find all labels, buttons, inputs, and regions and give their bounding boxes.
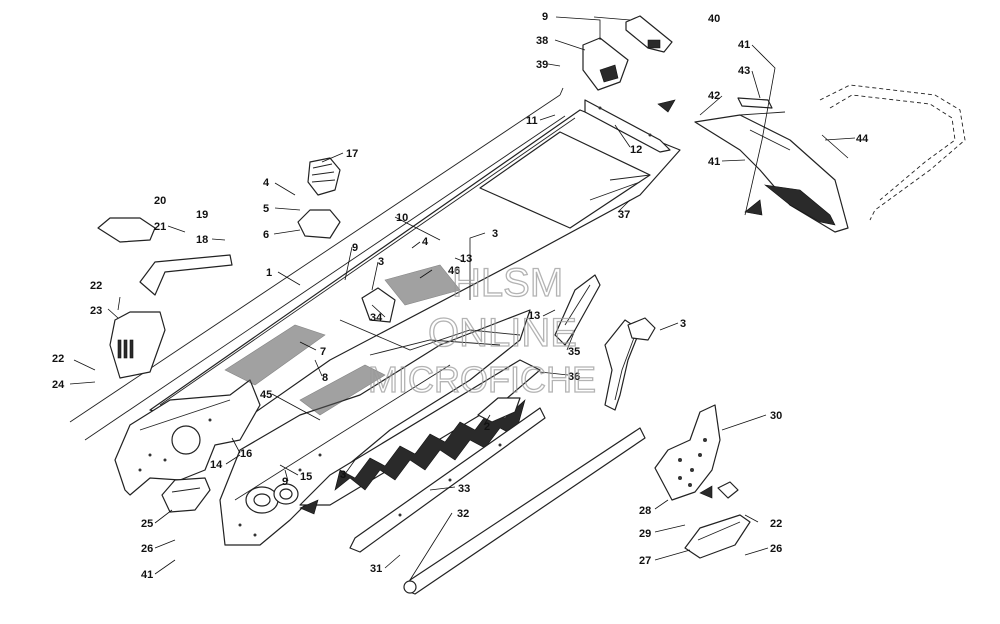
front-side-panel (554, 274, 601, 346)
callout-2: 2 (484, 421, 490, 433)
callout-40: 40 (708, 13, 720, 25)
callout-26-left: 26 (141, 543, 153, 555)
callout-9-center: 9 (352, 242, 358, 254)
callout-12: 12 (630, 144, 642, 156)
callout-31: 31 (370, 563, 382, 575)
callout-22-left: 22 (90, 280, 102, 292)
tunnel-brace-frame (339, 319, 521, 356)
tunnel-side-panel-left (114, 379, 261, 496)
callout-3-center: 3 (378, 256, 384, 268)
spacer-block (717, 481, 739, 499)
callout-10: 10 (396, 212, 408, 224)
callout-6: 6 (263, 229, 269, 241)
toe-hold (477, 397, 521, 423)
callout-3-right: 3 (680, 318, 686, 330)
callout-13-right: 13 (528, 310, 540, 322)
watermark: HLSM ONLINE MICROFICHE (367, 260, 596, 400)
running-board-side-panel (219, 309, 531, 546)
callout-24: 24 (52, 379, 65, 391)
callout-33: 33 (458, 483, 470, 495)
callout-45: 45 (260, 389, 272, 401)
callout-27: 27 (639, 555, 651, 567)
callout-25: 25 (141, 518, 153, 530)
direction-arrows (299, 99, 763, 515)
rack-end-cap (625, 15, 673, 53)
leader-lines (69, 16, 856, 581)
front-frame-rail (604, 319, 641, 411)
footrest-bracket-left (161, 477, 211, 513)
running-board-rail-long (403, 427, 646, 595)
callout-46: 46 (448, 265, 460, 277)
seat-mount-bracket (582, 37, 629, 91)
callout-41-lower: 41 (141, 569, 153, 581)
step-plate (654, 404, 721, 501)
callout-22-lower: 22 (52, 353, 64, 365)
callout-41-top: 41 (738, 39, 750, 51)
callout-16: 16 (240, 448, 252, 460)
callout-14: 14 (210, 459, 223, 471)
foot-grip-pad-rear (224, 324, 326, 386)
callout-41-right: 41 (708, 156, 720, 168)
callout-labels: 9 40 38 39 41 43 42 11 12 44 41 17 4 5 6… (52, 11, 869, 581)
rear-rack-rail (819, 84, 966, 221)
air-intake-boot (307, 157, 341, 196)
callout-37: 37 (618, 209, 630, 221)
callout-1: 1 (266, 267, 272, 279)
rear-bumper-bar (584, 99, 671, 153)
callout-19: 19 (196, 209, 208, 221)
callout-29: 29 (639, 528, 651, 540)
rear-tunnel-bracket (109, 311, 166, 379)
cable-clamp (627, 317, 656, 341)
bumper-handle (139, 254, 233, 296)
callout-18: 18 (196, 234, 208, 246)
watermark-line-3: MICROFICHE (368, 359, 596, 400)
foot-rest (684, 514, 751, 559)
callout-39: 39 (536, 59, 548, 71)
rear-snow-flap (694, 111, 849, 233)
callout-4-center: 4 (422, 236, 429, 248)
foot-grip-pad-front (384, 264, 461, 306)
callout-28: 28 (639, 505, 651, 517)
running-board-rail-edge (349, 407, 546, 553)
mount-bracket (297, 209, 341, 239)
callout-9-lower: 9 (282, 476, 288, 488)
callout-42: 42 (708, 90, 720, 102)
decal-strip (737, 97, 773, 109)
callout-21: 21 (154, 221, 166, 233)
callout-43: 43 (738, 65, 750, 77)
callout-44: 44 (856, 133, 869, 145)
watermark-line-2: ONLINE (428, 311, 577, 355)
callout-26-right: 26 (770, 543, 782, 555)
callout-7: 7 (320, 346, 326, 358)
callout-5: 5 (263, 203, 269, 215)
foot-grip-pad-middle (299, 364, 386, 416)
watermark-line-1: HLSM (452, 261, 563, 305)
heat-exchanger-grille (299, 359, 541, 506)
callout-4-left: 4 (263, 177, 270, 189)
callout-13-top: 13 (460, 253, 472, 265)
callout-35: 35 (568, 346, 580, 358)
center-brace (361, 287, 396, 323)
callout-3-top: 3 (492, 228, 498, 240)
callout-20: 20 (154, 195, 166, 207)
callout-9-top: 9 (542, 11, 548, 23)
callout-30: 30 (770, 410, 782, 422)
callout-3-lower: 3 (340, 469, 346, 481)
callout-22-right: 22 (770, 518, 782, 530)
callout-32: 32 (457, 508, 469, 520)
callout-15: 15 (300, 471, 312, 483)
callout-8: 8 (322, 372, 328, 384)
callout-11: 11 (526, 115, 538, 127)
bumper-end-cap (97, 217, 156, 243)
callout-17: 17 (346, 148, 358, 160)
callout-23: 23 (90, 305, 102, 317)
callout-36: 36 (568, 371, 580, 383)
callout-38: 38 (536, 35, 548, 47)
callout-34: 34 (370, 312, 383, 324)
